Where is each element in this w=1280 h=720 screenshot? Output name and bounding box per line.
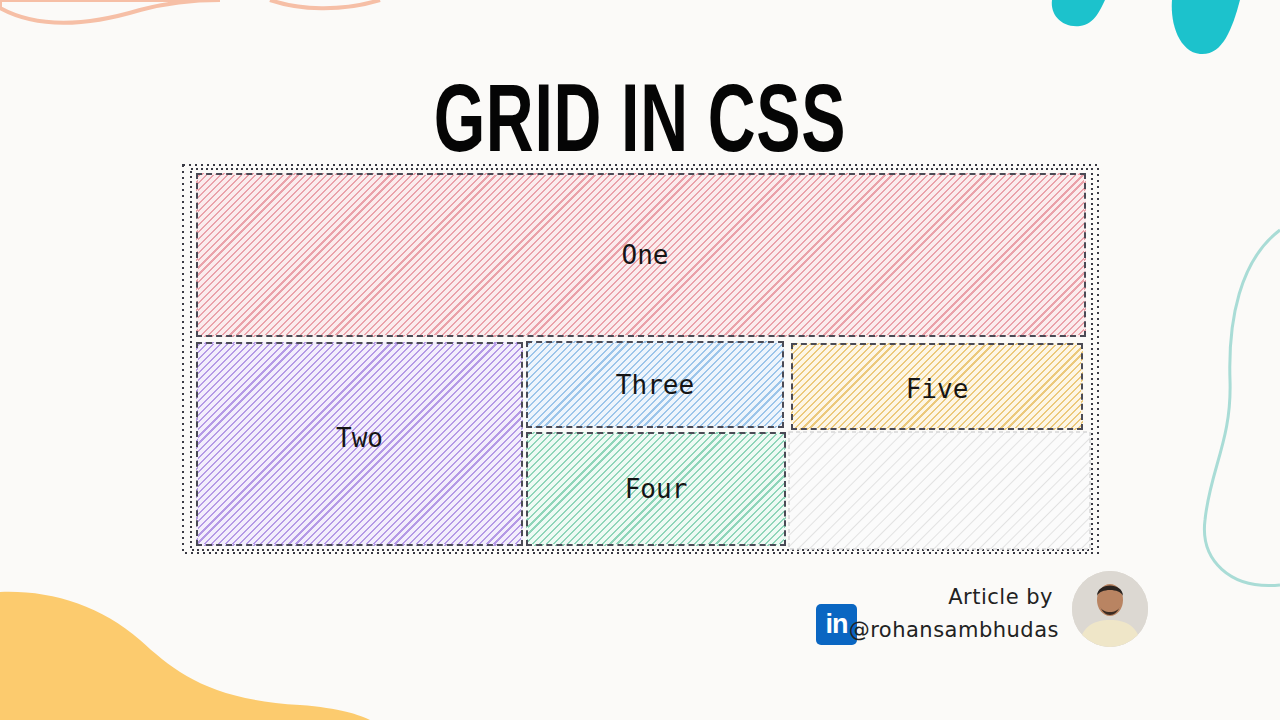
avatar-bg bbox=[1070, 570, 1150, 650]
avatar-face bbox=[1097, 584, 1123, 616]
item-label: Five bbox=[906, 374, 969, 404]
grid-container-outline bbox=[183, 165, 1098, 553]
item-label: Four bbox=[625, 474, 688, 504]
byline: Article by bbox=[948, 585, 1053, 609]
title-wrap: GRID IN CSS bbox=[0, 70, 1280, 166]
item-label: Two bbox=[336, 423, 383, 453]
grid-item-five: Five bbox=[791, 343, 1083, 430]
peach-curve bbox=[270, 0, 380, 8]
grid-item-two: Two bbox=[196, 342, 523, 546]
teal-curve bbox=[1204, 230, 1280, 586]
avatar-beard bbox=[1100, 606, 1120, 615]
item-label: Three bbox=[616, 370, 694, 400]
avatar-figure bbox=[1070, 570, 1150, 650]
grid-inner-outline bbox=[191, 169, 1092, 550]
author-handle: @rohansambhudas bbox=[849, 618, 1059, 642]
grid-item-three: Three bbox=[526, 341, 784, 428]
avatar-hair bbox=[1097, 586, 1123, 597]
empty-cell bbox=[789, 432, 1090, 549]
peach-curve bbox=[0, 0, 220, 23]
linkedin-glyph: in bbox=[816, 604, 857, 645]
grid-item-four: Four bbox=[526, 432, 786, 546]
avatar-shirt bbox=[1078, 620, 1142, 650]
teal-blob bbox=[1052, 0, 1105, 26]
grid-item-one: One bbox=[196, 173, 1086, 337]
yellow-blob bbox=[0, 592, 370, 720]
title: GRID IN CSS bbox=[434, 70, 846, 166]
teal-blob bbox=[1172, 0, 1240, 54]
item-label: One bbox=[622, 240, 669, 270]
